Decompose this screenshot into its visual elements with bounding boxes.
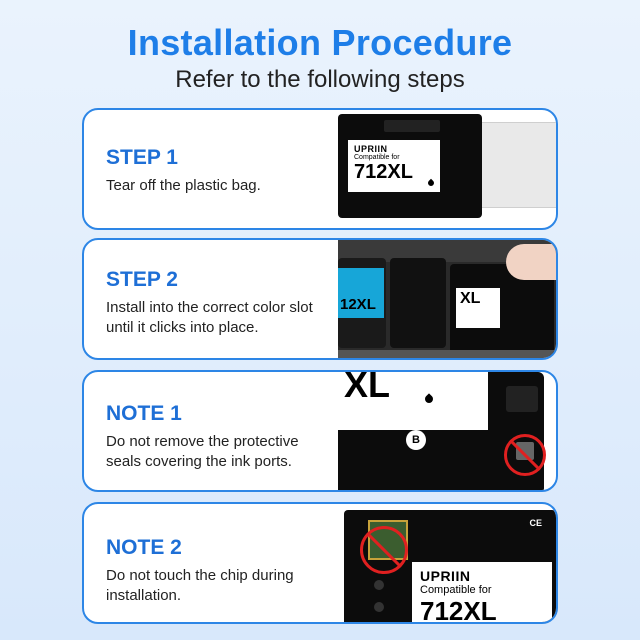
ink-cartridge-black-slot	[390, 258, 446, 348]
compatible-text: Compatible for	[420, 584, 492, 596]
port-hole	[374, 580, 384, 590]
note-title: NOTE 2	[106, 536, 182, 559]
note-description: Do not remove the protective seals cover…	[106, 433, 299, 470]
model-number: XL	[460, 290, 481, 307]
prohibited-icon	[360, 526, 408, 574]
ink-port	[506, 386, 538, 412]
page-title: Installation Procedure	[127, 22, 513, 63]
step-card-2: STEP 2 Install into the correct color sl…	[82, 238, 558, 360]
model-number: 712XL	[354, 161, 413, 183]
cartridge-label: UPRIIN Compatible for 712XL	[412, 562, 552, 622]
step-card-1: STEP 1 Tear off the plastic bag. UPRIIN …	[82, 108, 558, 230]
printer-slot-top	[338, 240, 556, 262]
note-description: Do not touch the chip during installatio…	[106, 567, 294, 604]
cartridge-label: UPRIIN Compatible for 712XL	[348, 140, 440, 192]
compatible-text: Compatible for	[354, 154, 400, 161]
model-number: 12XL	[340, 296, 376, 313]
ink-type-badge: B	[406, 430, 426, 450]
step-title: STEP 1	[106, 146, 178, 169]
note-card-2: NOTE 2 Do not touch the chip during inst…	[82, 502, 558, 624]
note-image: CE UPRIIN Compatible for 712XL	[338, 504, 556, 622]
brand-name: UPRIIN	[354, 144, 388, 154]
page-subtitle: Refer to the following steps	[175, 66, 465, 93]
step-image: UPRIIN Compatible for 712XL	[338, 110, 556, 228]
cartridge-label: XL	[338, 372, 488, 430]
ink-cartridge: UPRIIN Compatible for 712XL	[338, 114, 482, 218]
cartridge-label: 12XL	[338, 294, 384, 324]
step-image: 12XL XL	[338, 240, 556, 358]
cartridge-label: XL	[456, 288, 500, 328]
plastic-bag	[478, 122, 556, 208]
note-image: XL B	[338, 372, 556, 490]
step-description: Install into the correct color slot unti…	[106, 299, 313, 336]
finger	[506, 244, 556, 280]
step-title: STEP 2	[106, 268, 178, 291]
ink-cartridge-cyan: 12XL	[338, 258, 386, 348]
note-title: NOTE 1	[106, 402, 182, 425]
note-card-1: NOTE 1 Do not remove the protective seal…	[82, 370, 558, 492]
step-description: Tear off the plastic bag.	[106, 177, 261, 194]
ink-cartridge: XL B	[338, 372, 544, 490]
model-number: XL	[344, 372, 391, 405]
port-hole	[374, 602, 384, 612]
cartridge-chip-area	[384, 120, 440, 132]
ink-type-letter: B	[412, 434, 420, 446]
cert-marks: CE	[529, 518, 542, 528]
brand-name: UPRIIN	[420, 568, 471, 584]
prohibited-icon	[504, 434, 546, 476]
cyan-label	[338, 268, 384, 318]
printer-tray	[338, 350, 556, 358]
model-number: 712XL	[420, 596, 497, 622]
